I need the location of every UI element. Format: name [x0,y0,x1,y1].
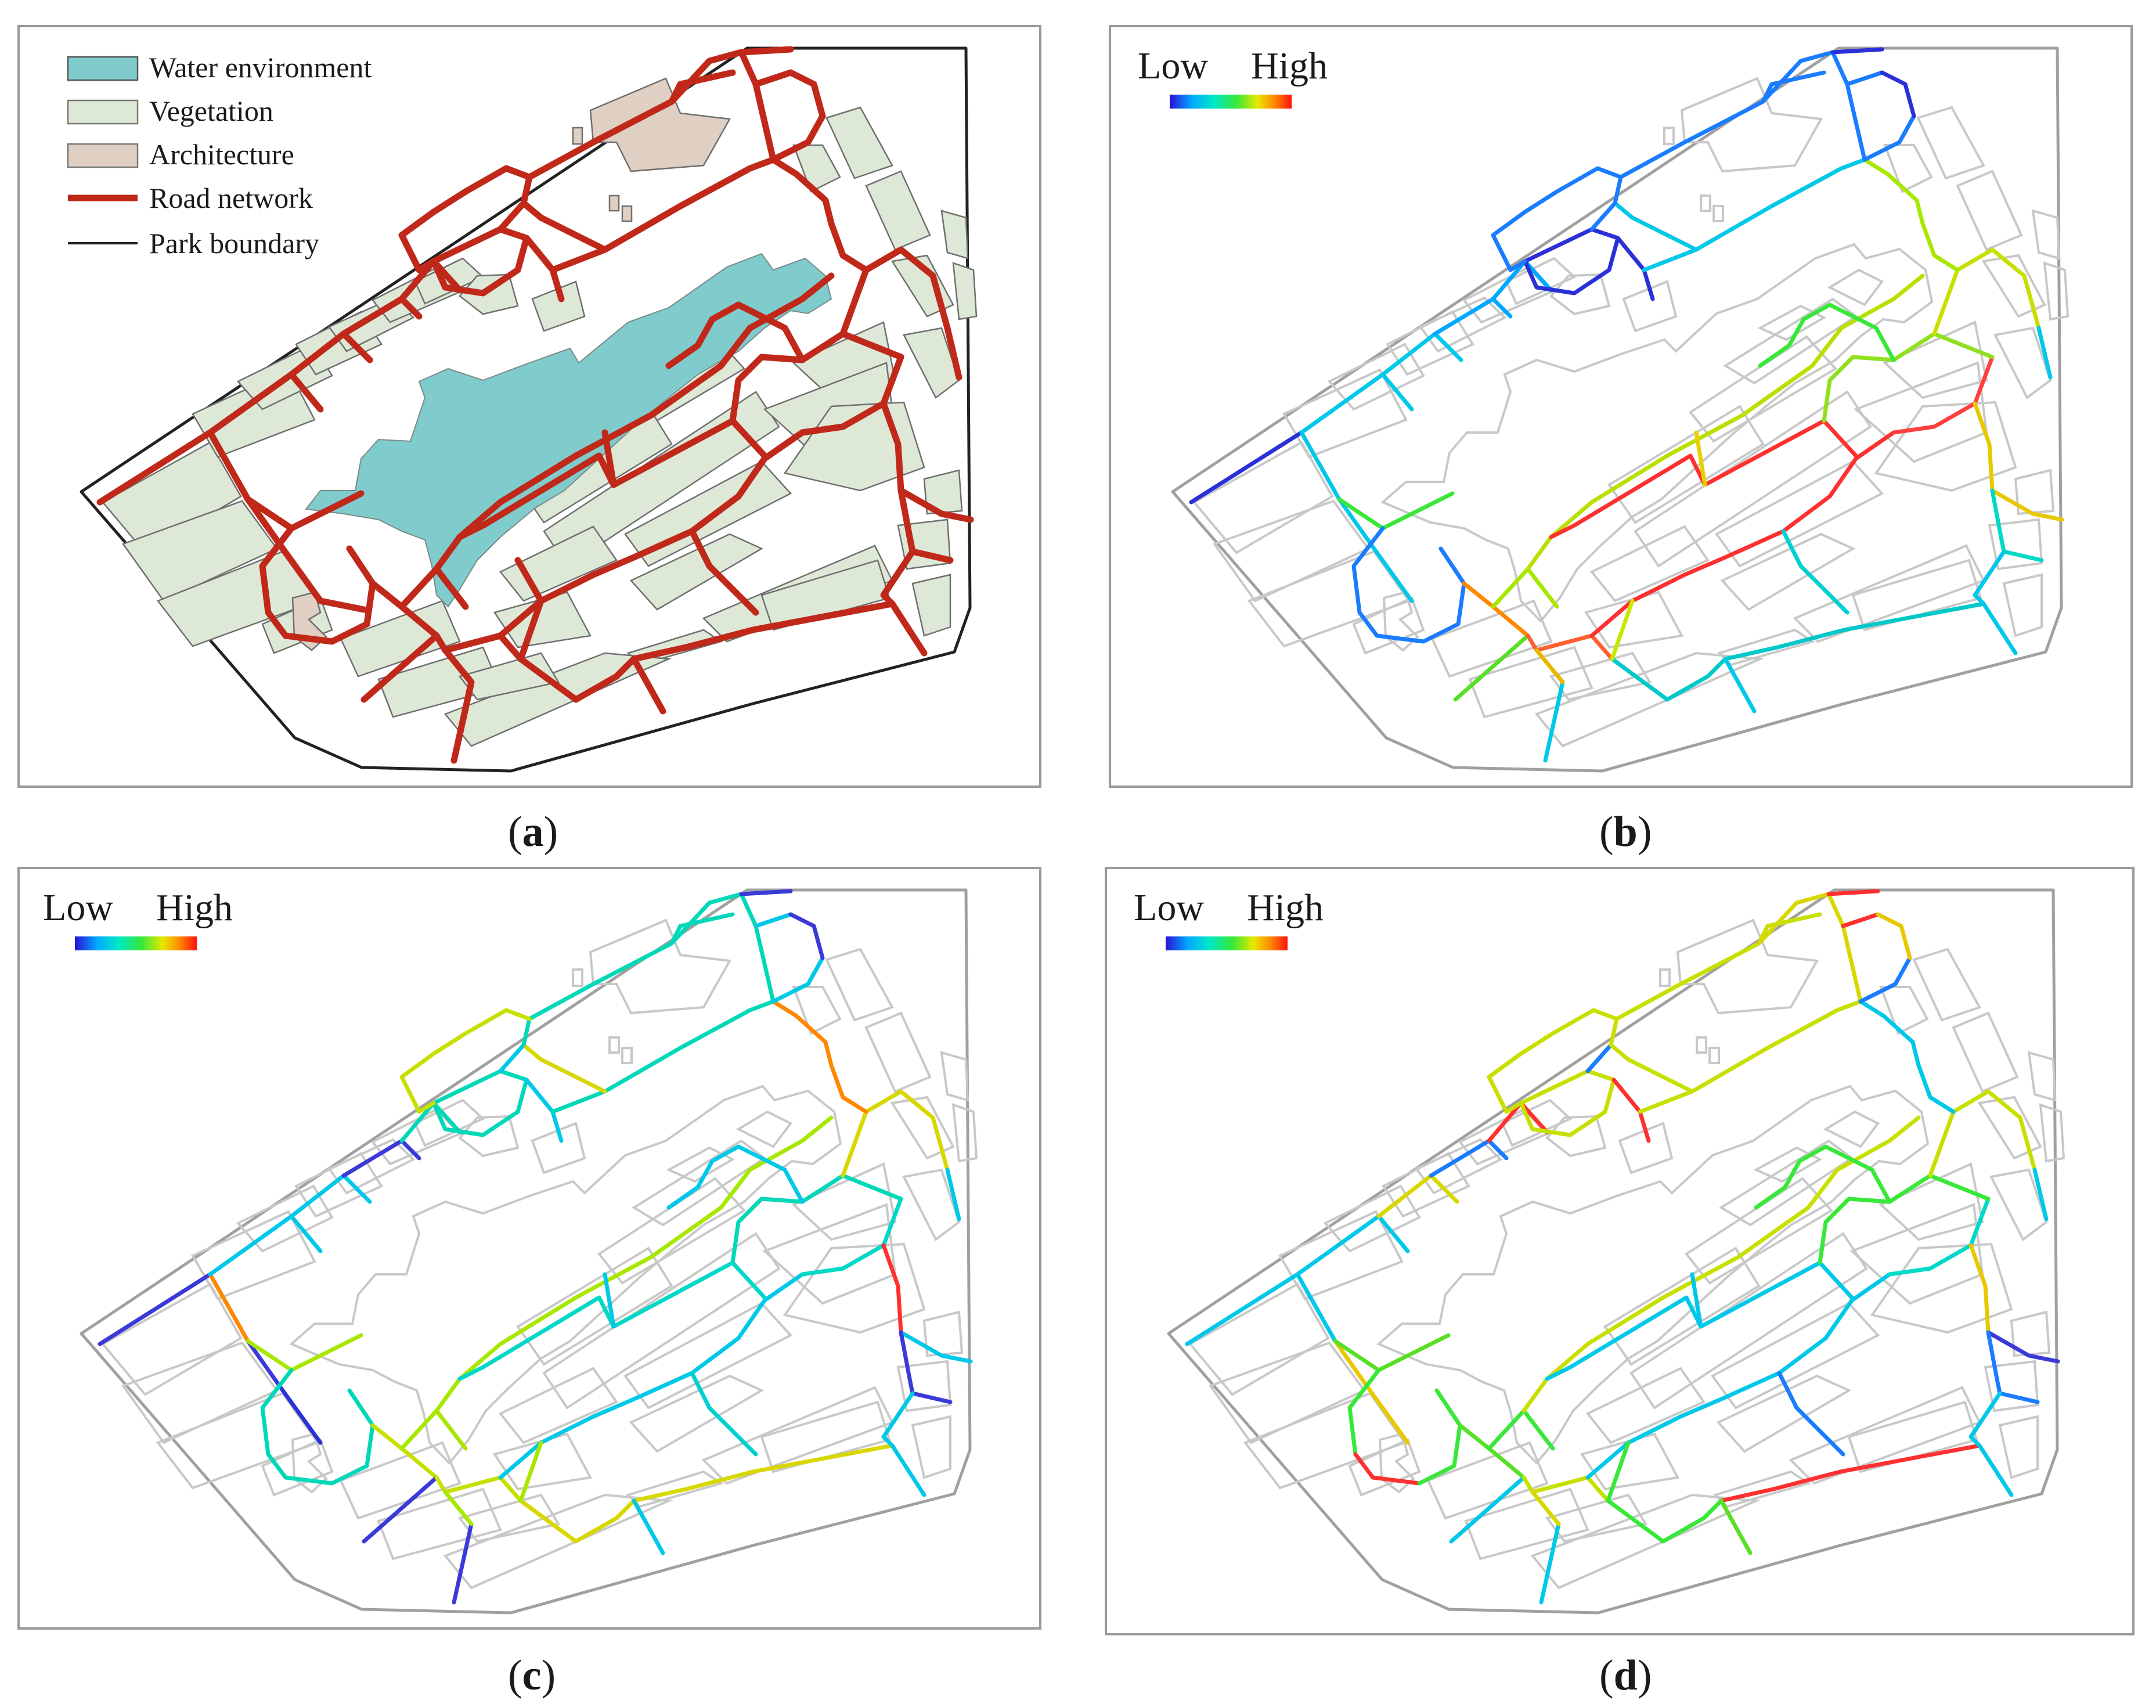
caption-c-open: ( [508,1652,522,1699]
legend-label-architecture: Architecture [149,138,294,171]
legend: Water environment Vegetation Architectur… [67,51,372,260]
road-values-b [1189,47,2064,763]
color-scale-c: Low High [43,887,233,950]
caption-b: (b) [1599,808,1652,856]
caption-b-close: ) [1638,808,1652,856]
legend-label-water: Water environment [149,51,372,84]
caption-c-text: (c) [508,1652,556,1699]
caption-a: (a) [508,808,558,856]
scale-c-low: Low [43,887,113,929]
legend-swatch-vegetation [67,99,139,125]
scale-c-bar [75,936,197,950]
legend-item-boundary: Park boundary [68,227,319,260]
color-scale-b: Low High [1138,45,1328,109]
road-values-c [98,889,973,1605]
caption-a-text: (a) [508,808,558,856]
legend-item-road: Road network [68,182,313,214]
caption-d: (d) [1599,1652,1652,1699]
scale-d-bar [1166,936,1288,950]
caption-c: (c) [508,1652,556,1699]
scale-b-bar [1170,95,1292,109]
caption-c-letter: c [522,1652,542,1699]
caption-b-text: (b) [1599,808,1652,856]
caption-a-open: ( [508,808,522,856]
legend-item-architecture: Architecture [67,138,294,171]
legend-item-water: Water environment [67,51,372,84]
legend-label-road: Road network [149,182,313,214]
road-values-d [1185,889,2060,1605]
caption-d-text: (d) [1599,1652,1652,1699]
legend-label-boundary: Park boundary [149,227,319,260]
scale-d-low: Low [1134,887,1204,929]
color-scale-d: Low High [1134,887,1324,950]
legend-label-vegetation: Vegetation [149,95,273,127]
panel-a: Water environment Vegetation Architectur… [17,25,1041,788]
panel-c: Low High [17,867,1041,1630]
panel-b: Low High [1109,25,2133,788]
scale-c-high: High [156,887,233,929]
caption-b-open: ( [1599,808,1614,856]
caption-b-letter: b [1614,808,1638,856]
scale-b-high: High [1251,45,1328,87]
panel-d: Low High [1105,867,2135,1635]
caption-c-close: ) [542,1652,556,1699]
panel-c-frame [17,867,1041,1630]
caption-a-close: ) [544,808,558,856]
caption-d-close: ) [1638,1652,1652,1699]
panel-b-frame [1109,25,2133,788]
road-network [96,46,974,764]
scale-d-high: High [1247,887,1324,929]
legend-swatch-architecture [67,143,139,168]
caption-d-letter: d [1614,1652,1638,1699]
legend-swatch-water [67,56,139,81]
caption-d-open: ( [1599,1652,1614,1699]
legend-item-vegetation: Vegetation [67,95,273,127]
scale-b-low: Low [1138,45,1208,87]
caption-a-letter: a [522,808,544,856]
